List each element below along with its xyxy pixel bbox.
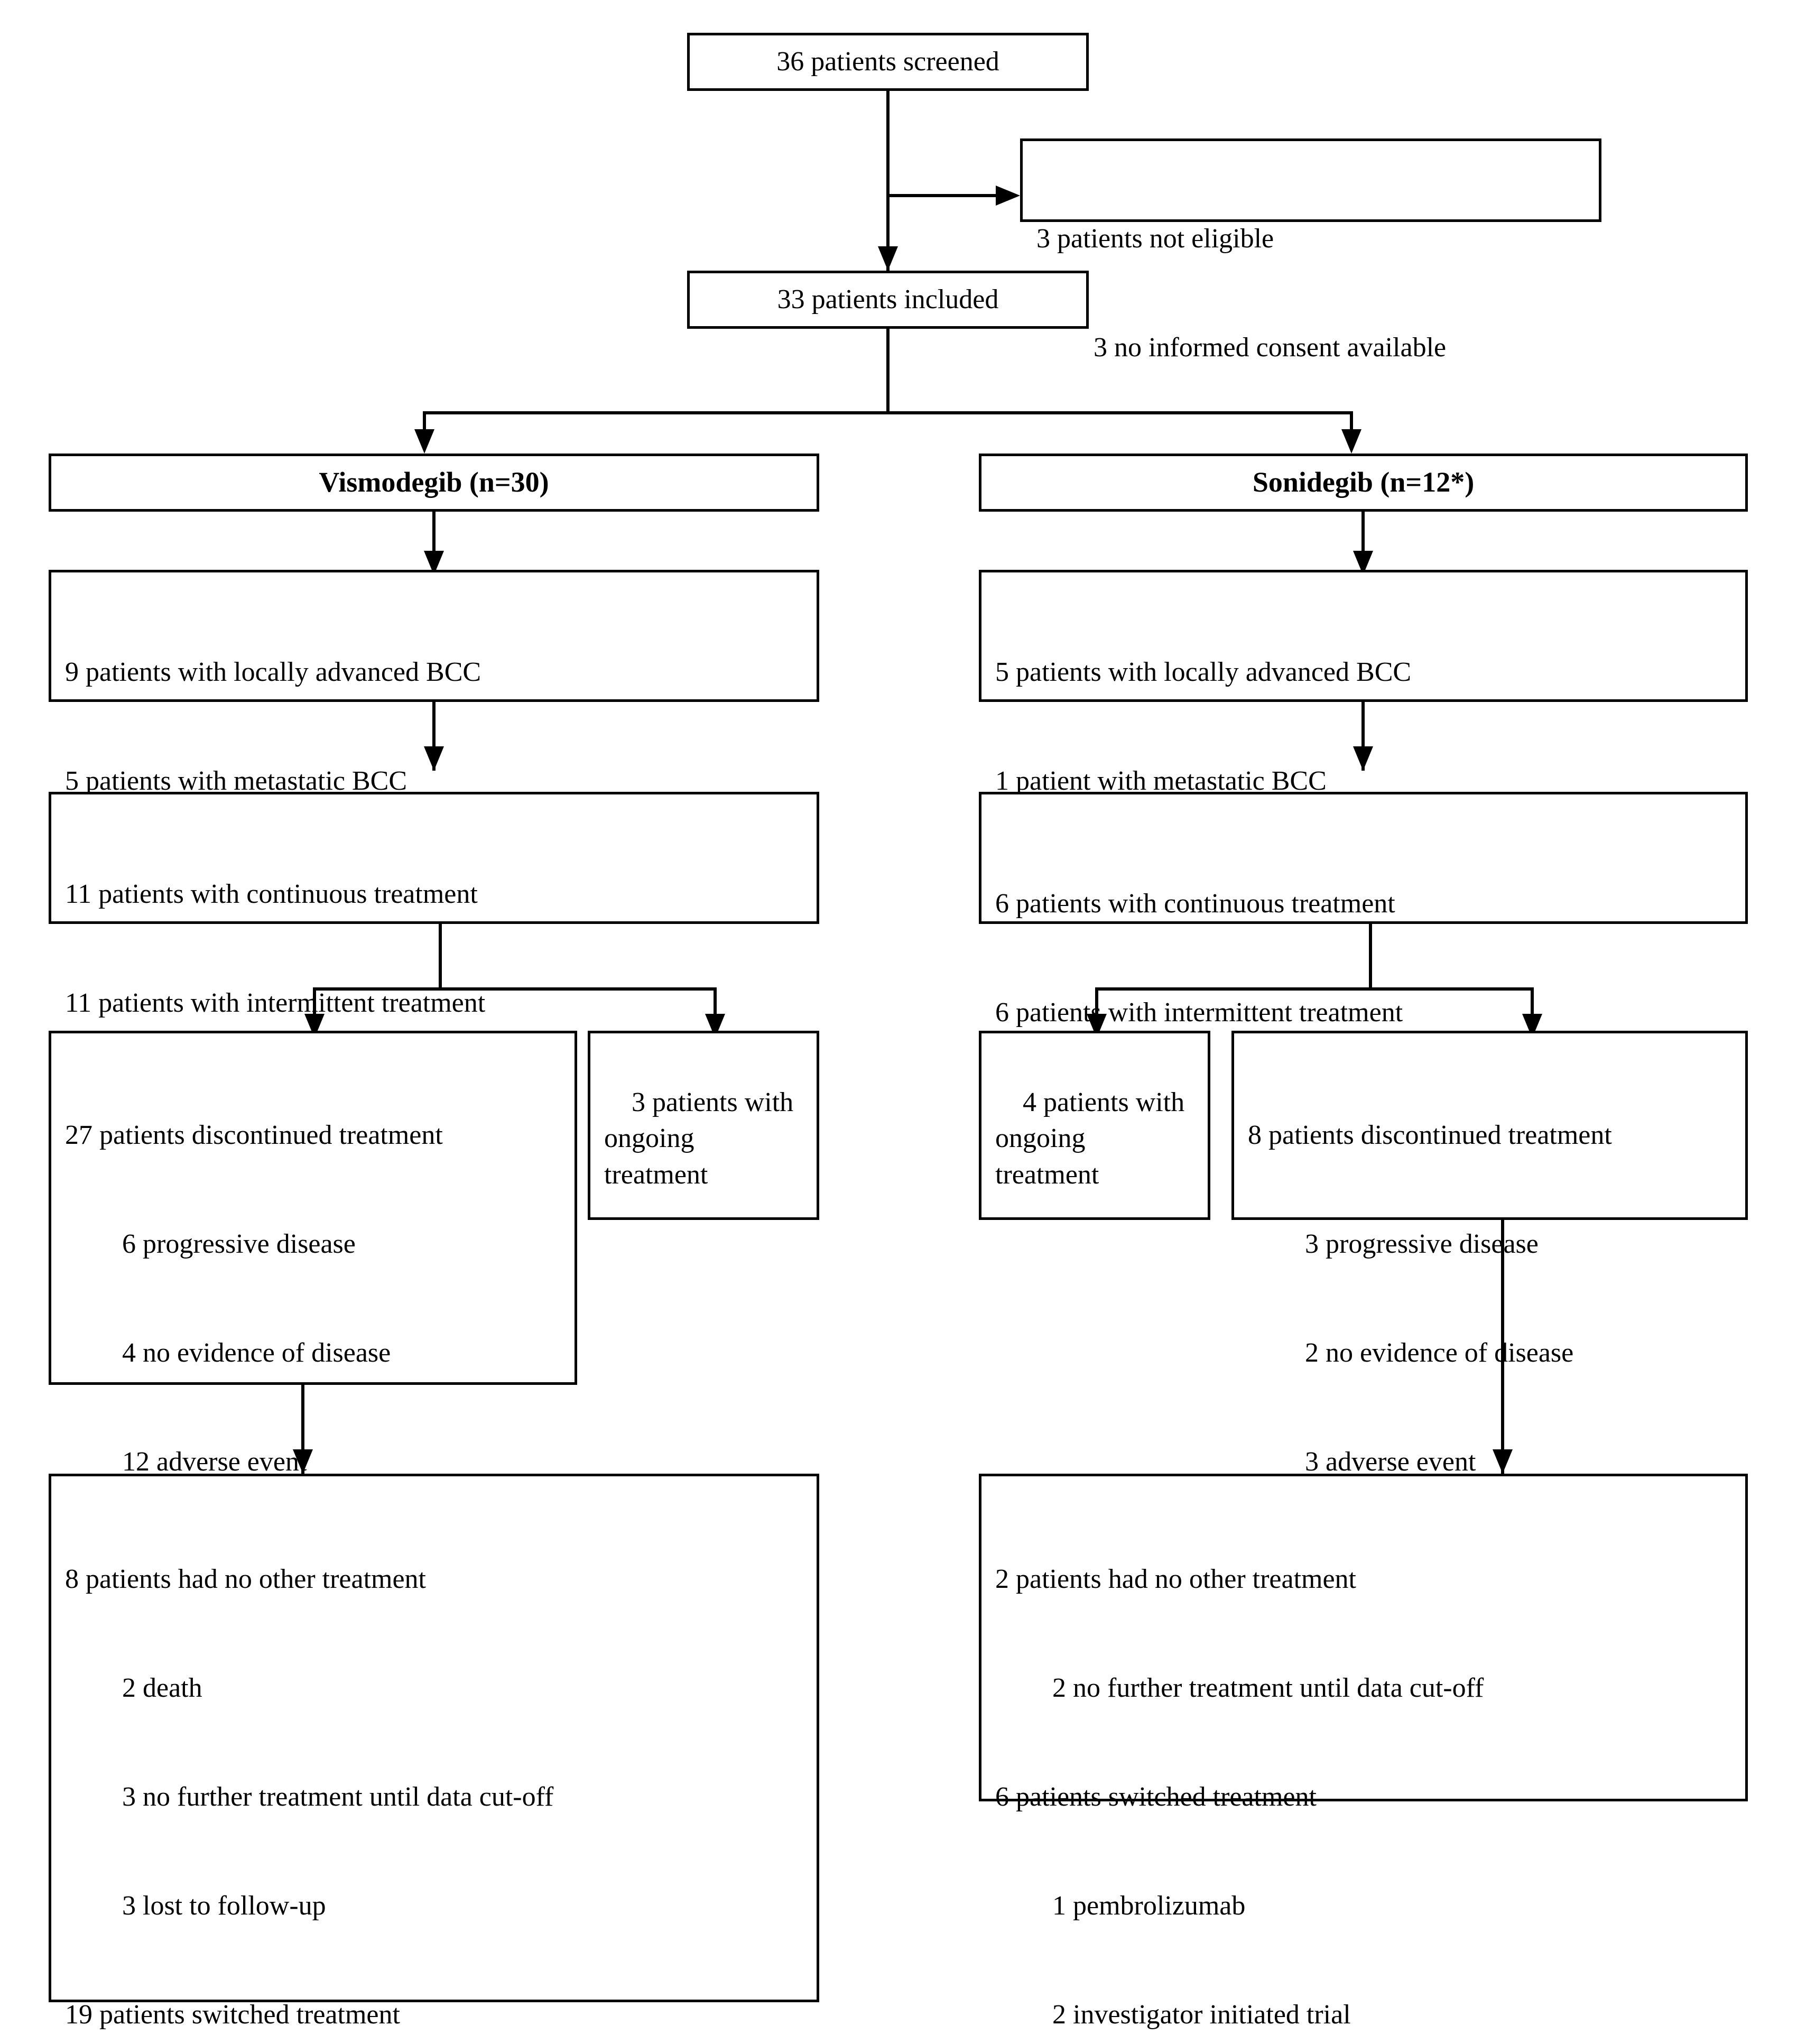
- not-eligible-line-1: 3 no informed consent available: [1094, 332, 1447, 363]
- node-arm-left-bcc-types: 9 patients with locally advanced BCC 5 p…: [49, 570, 819, 905]
- arrowhead-left-subsequent: [293, 1449, 313, 1474]
- arm-left-ongoing-label: 3 patients with ongoing treatment: [604, 1087, 801, 1190]
- arrowhead-right-subsequent: [1493, 1449, 1513, 1474]
- arrowhead-left-bcc-to-dosing: [424, 746, 444, 771]
- arrowhead-screened-to-included: [878, 246, 898, 271]
- node-arm-left-header: Vismodegib (n=30): [49, 454, 819, 512]
- node-arm-right-dosing: 6 patients with continuous treatment 6 p…: [979, 792, 1748, 1028]
- node-arm-right-ongoing: 4 patients with ongoing treatment: [979, 1031, 1210, 1220]
- arm-left-disc-reason-0: 6 progressive disease: [122, 1229, 356, 1260]
- arm-left-sub-no-other-2: 3 lost to follow-up: [122, 1890, 326, 1921]
- node-patients-included: 33 patients included: [687, 271, 1089, 329]
- arm-left-disc-reason-1: 4 no evidence of disease: [122, 1338, 391, 1368]
- node-arm-left-discontinued: 27 patients discontinued treatment 6 pro…: [49, 1031, 577, 1912]
- arm-left-sub-switched-heading: 19 patients switched treatment: [65, 1999, 400, 2030]
- arm-right-sub-switched-1: 2 investigator initiated trial: [1052, 1999, 1351, 2030]
- node-patients-screened-label: 36 patients screened: [776, 46, 999, 77]
- connector-left-header-to-bcc: [432, 512, 436, 575]
- connector-left-dosing-split-bar: [313, 987, 717, 991]
- connector-right-bcc-to-dosing: [1361, 702, 1365, 771]
- arm-right-bcc-1: 1 patient with metastatic BCC: [995, 766, 1327, 797]
- arm-right-disc-reason-1: 2 no evidence of disease: [1305, 1338, 1574, 1368]
- arm-right-header-label: Sonidegib (n=12*): [1252, 466, 1475, 498]
- arrowhead-right-arm: [1341, 429, 1361, 454]
- arm-left-bcc-1: 5 patients with metastatic BCC: [65, 766, 407, 797]
- node-arm-right-bcc-types: 5 patients with locally advanced BCC 1 p…: [979, 570, 1748, 905]
- node-patients-screened: 36 patients screened: [687, 33, 1089, 91]
- arm-right-disc-heading: 8 patients discontinued treatment: [1248, 1120, 1612, 1151]
- arm-right-dosing-0: 6 patients with continuous treatment: [995, 889, 1395, 919]
- node-arm-right-discontinued: 8 patients discontinued treatment 3 prog…: [1231, 1031, 1748, 1477]
- connector-included-stem: [886, 329, 890, 414]
- arm-right-bcc-0: 5 patients with locally advanced BCC: [995, 657, 1412, 688]
- arm-left-dosing-0: 11 patients with continuous treatment: [65, 879, 478, 910]
- arm-right-sub-no-other-0: 2 no further treatment until data cut-of…: [1052, 1673, 1484, 1704]
- node-arm-right-header: Sonidegib (n=12*): [979, 454, 1748, 512]
- not-eligible-line-0: 3 patients not eligible: [1036, 224, 1274, 254]
- node-arm-right-subsequent: 2 patients had no other treatment 2 no f…: [979, 1474, 1748, 2030]
- connector-right-to-ongoing: [1095, 987, 1098, 1026]
- arm-right-sub-no-other-heading: 2 patients had no other treatment: [995, 1564, 1357, 1595]
- arm-right-disc-reason-0: 3 progressive disease: [1305, 1229, 1539, 1260]
- node-patients-included-label: 33 patients included: [777, 284, 999, 315]
- arrowhead-not-eligible: [996, 186, 1020, 206]
- arm-left-dosing-1: 11 patients with intermittent treatment: [65, 988, 486, 1019]
- connector-included-to-left-arm: [423, 411, 426, 443]
- connector-right-header-to-bcc: [1361, 512, 1365, 575]
- node-arm-left-ongoing: 3 patients with ongoing treatment: [588, 1031, 819, 1220]
- node-arm-left-dosing: 11 patients with continuous treatment 11…: [49, 792, 819, 1127]
- arm-right-sub-switched-0: 1 pembrolizumab: [1052, 1890, 1246, 1921]
- arm-right-disc-reason-2: 3 adverse event: [1305, 1446, 1476, 1477]
- arm-left-sub-no-other-0: 2 death: [122, 1673, 202, 1704]
- arm-left-disc-heading: 27 patients discontinued treatment: [65, 1120, 443, 1151]
- arm-left-header-label: Vismodegib (n=30): [319, 466, 549, 498]
- connector-included-split-bar: [423, 411, 1353, 414]
- arrowhead-right-bcc-to-dosing: [1353, 746, 1373, 771]
- arm-right-ongoing-label: 4 patients with ongoing treatment: [995, 1087, 1192, 1190]
- connector-right-disc-to-subsequent: [1501, 1220, 1504, 1474]
- connector-screened-to-not-eligible: [886, 194, 1007, 197]
- arm-right-sub-switched-heading: 6 patients switched treatment: [995, 1782, 1317, 1812]
- arm-left-sub-no-other-1: 3 no further treatment until data cut-of…: [122, 1782, 554, 1812]
- connector-right-dosing-split-bar: [1095, 987, 1534, 991]
- connector-right-to-discontinued: [1531, 987, 1534, 1026]
- node-arm-left-subsequent: 8 patients had no other treatment 2 deat…: [49, 1474, 819, 2030]
- connector-included-to-right-arm: [1350, 411, 1353, 443]
- connector-left-to-discontinued: [313, 987, 316, 1026]
- node-not-eligible: 3 patients not eligible 3 no informed co…: [1020, 138, 1601, 363]
- connector-left-disc-to-subsequent: [301, 1385, 304, 1474]
- arrowhead-left-arm: [414, 429, 434, 454]
- connector-left-dosing-stem: [439, 924, 442, 991]
- connector-left-bcc-to-dosing: [432, 702, 436, 771]
- arm-left-sub-no-other-heading: 8 patients had no other treatment: [65, 1564, 427, 1595]
- connector-right-dosing-stem: [1369, 924, 1372, 991]
- arm-left-bcc-0: 9 patients with locally advanced BCC: [65, 657, 481, 688]
- connector-left-to-ongoing: [714, 987, 717, 1026]
- connector-screened-to-included: [886, 91, 890, 271]
